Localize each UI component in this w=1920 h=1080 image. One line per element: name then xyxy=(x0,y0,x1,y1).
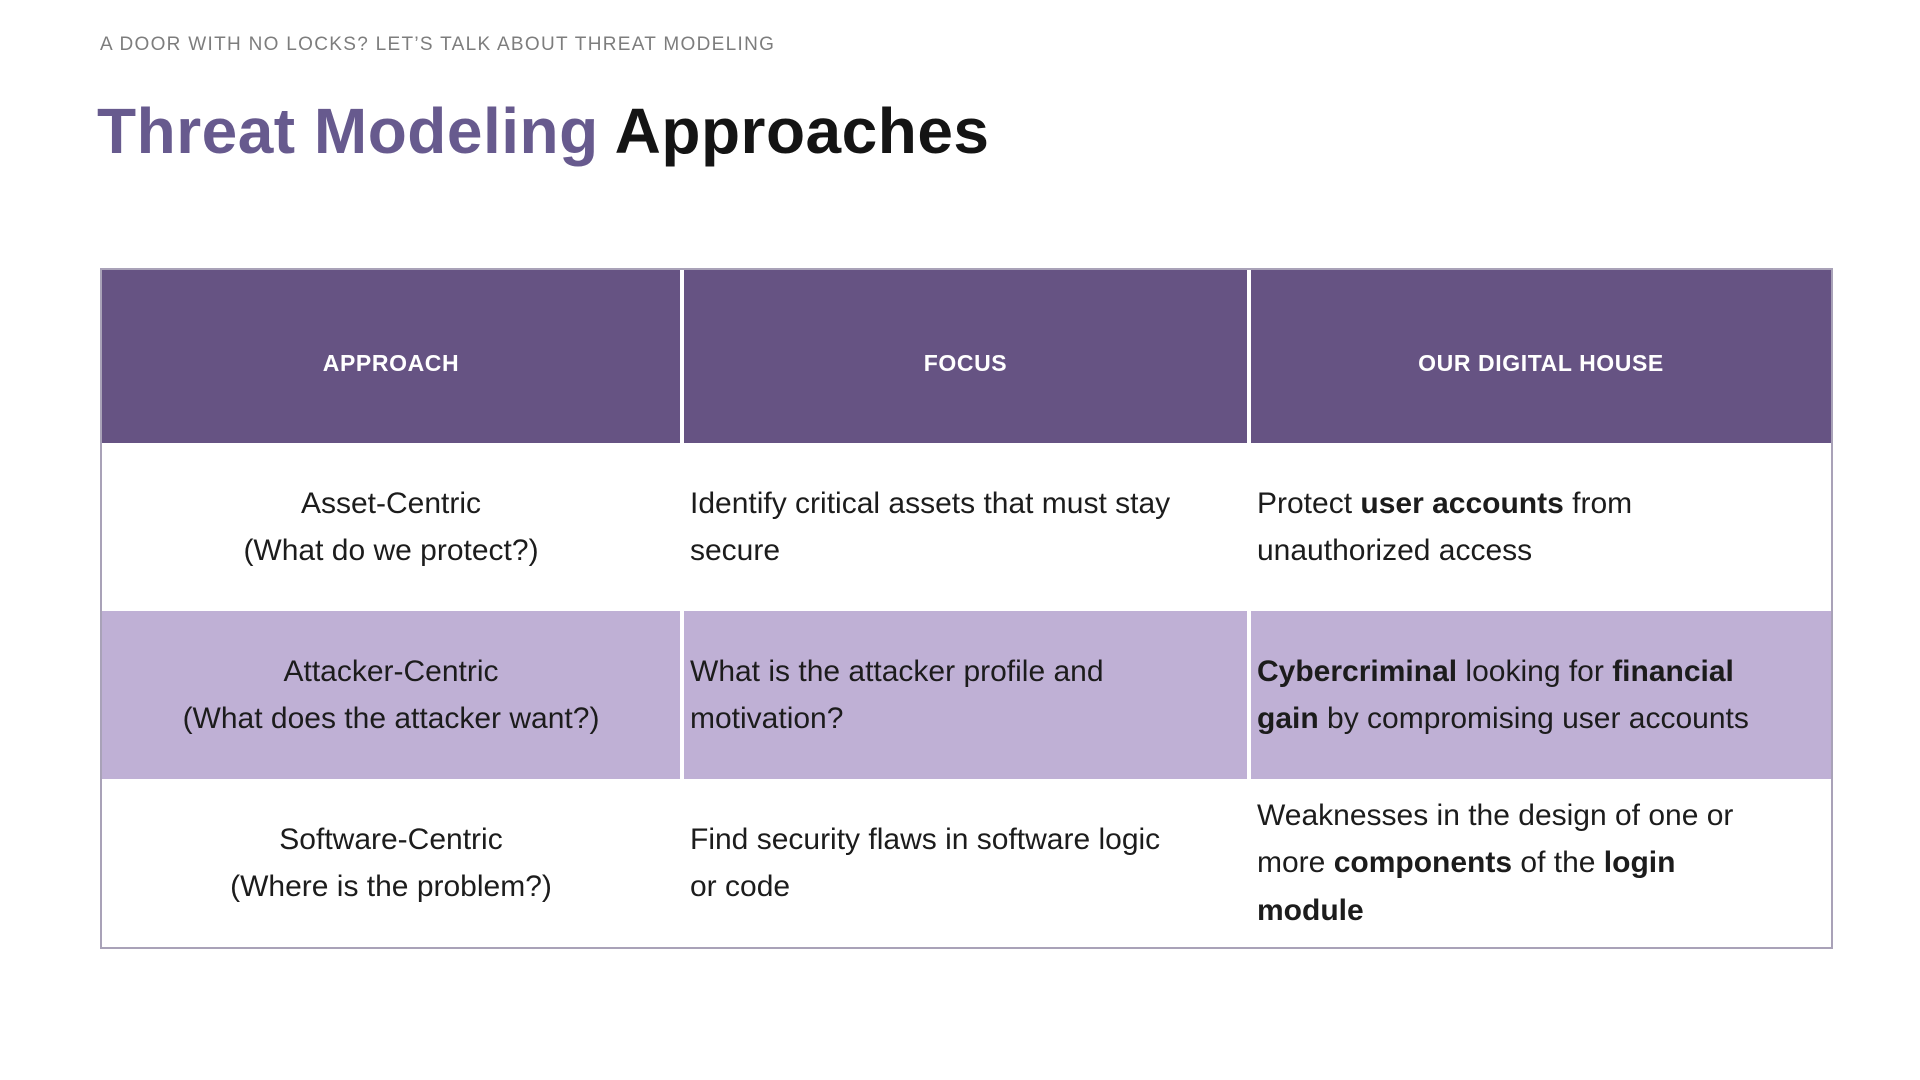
column-header-house: OUR DIGITAL HOUSE xyxy=(1251,270,1831,443)
cell-text-bold: user accounts xyxy=(1360,486,1564,520)
cell-approach: Asset-Centric (What do we protect?) xyxy=(102,443,684,611)
cell-text: Find security flaws in software logic or… xyxy=(690,822,1161,903)
cell-text: Attacker-Centric (What does the attacker… xyxy=(182,654,600,735)
cell-text: Weaknesses in the design of one or more xyxy=(1257,798,1734,880)
cell-house: Weaknesses in the design of one or more … xyxy=(1251,779,1831,947)
slide-kicker: A DOOR WITH NO LOCKS? LET’S TALK ABOUT T… xyxy=(100,34,776,55)
column-header-focus: FOCUS xyxy=(684,270,1251,443)
cell-house: Cybercriminal looking for financial gain… xyxy=(1251,611,1831,779)
cell-text: Identify critical assets that must stay … xyxy=(690,486,1171,567)
cell-text-bold: Cybercriminal xyxy=(1257,654,1458,688)
table-body: Asset-Centric (What do we protect?) Ident… xyxy=(102,443,1831,947)
page-title-rest: Approaches xyxy=(598,95,990,167)
cell-text: looking for xyxy=(1457,654,1613,688)
cell-text: from unauthorized access xyxy=(1257,486,1633,567)
cell-approach: Software-Centric (Where is the problem?) xyxy=(102,779,684,947)
cell-text-bold: components xyxy=(1333,846,1513,880)
cell-focus: What is the attacker profile and motivat… xyxy=(684,611,1251,779)
cell-house: Protect user accounts from unauthorized … xyxy=(1251,443,1831,611)
cell-text: Asset-Centric (What do we protect?) xyxy=(243,486,539,567)
table-row: Attacker-Centric (What does the attacker… xyxy=(102,611,1831,779)
cell-text: What is the attacker profile and motivat… xyxy=(690,654,1104,735)
cell-text: Software-Centric (Where is the problem?) xyxy=(230,822,552,903)
table-row: Software-Centric (Where is the problem?)… xyxy=(102,779,1831,947)
cell-approach: Attacker-Centric (What does the attacker… xyxy=(102,611,684,779)
cell-text: of the xyxy=(1512,846,1604,880)
cell-text-bold: financial gain xyxy=(1257,654,1734,735)
cell-focus: Identify critical assets that must stay … xyxy=(684,443,1251,611)
cell-text: Protect xyxy=(1257,486,1361,520)
cell-focus: Find security flaws in software logic or… xyxy=(684,779,1251,947)
cell-text-bold: login module xyxy=(1257,846,1676,927)
page-title-highlight: Threat Modeling xyxy=(97,95,599,167)
column-header-approach: APPROACH xyxy=(102,270,684,443)
cell-text: by compromising user accounts xyxy=(1318,702,1749,735)
table-row: Asset-Centric (What do we protect?) Ident… xyxy=(102,443,1831,611)
page-title: Threat Modeling Approaches xyxy=(97,94,990,168)
